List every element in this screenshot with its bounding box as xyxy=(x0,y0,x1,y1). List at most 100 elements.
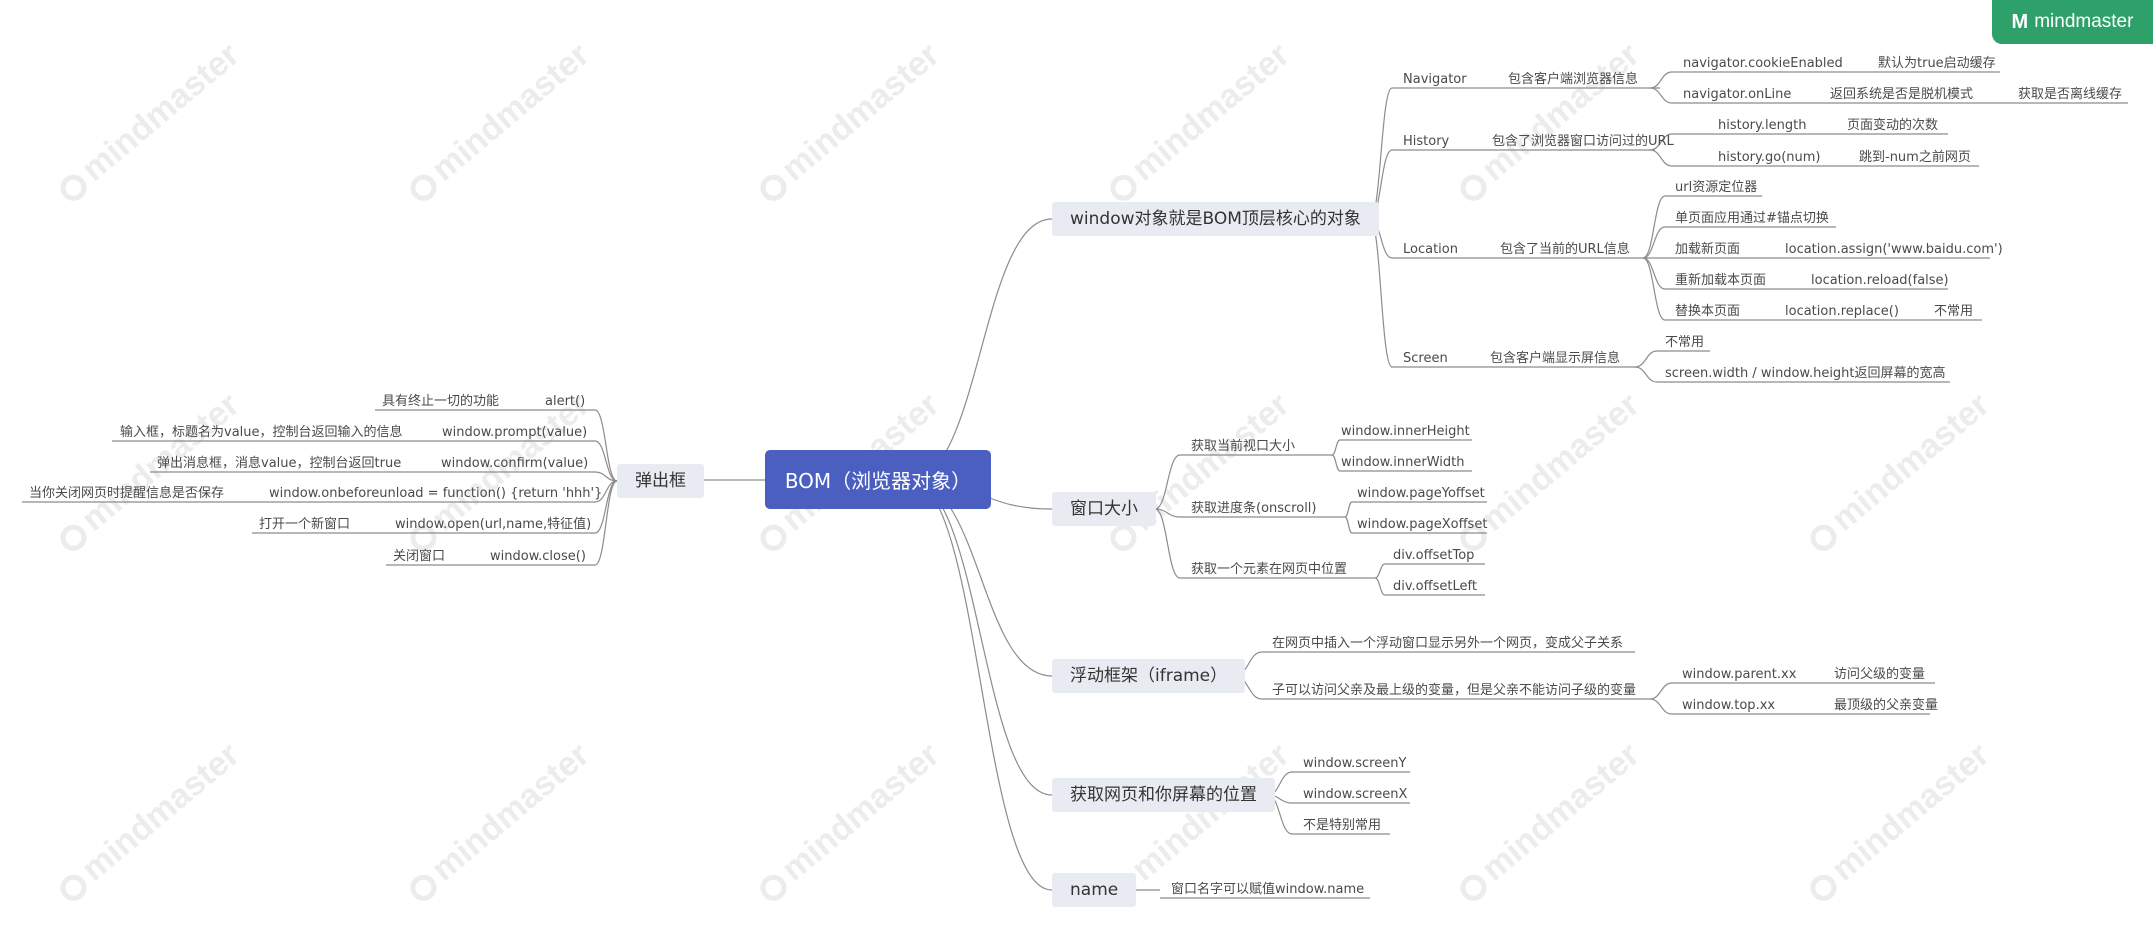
location-assign[interactable]: location.assign('www.baidu.com') xyxy=(1785,242,2003,257)
topic-iframe[interactable]: 浮动框架（iframe） xyxy=(1052,659,1246,693)
navigator-online[interactable]: navigator.onLine xyxy=(1683,87,1792,102)
name-assign-desc[interactable]: 窗口名字可以赋值window.name xyxy=(1171,882,1365,897)
topic-name[interactable]: name xyxy=(1052,873,1137,907)
size-page-x-offset[interactable]: window.pageXoffset xyxy=(1357,517,1488,532)
connector-52 xyxy=(1331,454,1341,472)
screen-uncommon[interactable]: 不常用 xyxy=(1665,335,1705,350)
size-offset-top[interactable]: div.offsetTop xyxy=(1393,548,1475,563)
topic-screen-position[interactable]: 获取网页和你屏幕的位置 xyxy=(1052,778,1275,812)
screen-width-height[interactable]: screen.width / window.height返回屏幕的宽高 xyxy=(1665,366,1946,381)
size-offset-left[interactable]: div.offsetLeft xyxy=(1393,579,1477,594)
connector-46 xyxy=(1154,508,1181,518)
topic-window-size[interactable]: 窗口大小 xyxy=(1052,492,1156,526)
location-url-locator[interactable]: url资源定位器 xyxy=(1675,180,1758,195)
connector-9 xyxy=(1369,218,1393,368)
subtopic-screen[interactable]: Screen xyxy=(1403,351,1448,366)
subtopic-history[interactable]: History xyxy=(1403,134,1450,149)
connector-22 xyxy=(1649,149,1673,167)
connector-4 xyxy=(909,479,1053,891)
topic-window-object[interactable]: window对象就是BOM顶层核心的对象 xyxy=(1052,202,1379,236)
connector-51 xyxy=(1331,439,1341,456)
location-hash-switch[interactable]: 单页面应用通过#锚点切换 xyxy=(1675,211,1829,226)
connector-28 xyxy=(1642,226,1666,259)
iframe-insert-desc[interactable]: 在网页中插入一个浮动窗口显示另外一个网页，变成父子关系 xyxy=(1272,636,1624,651)
screen-desc[interactable]: 包含客户端显示屏信息 xyxy=(1490,351,1621,366)
connector-47 xyxy=(1154,508,1181,579)
navigator-online-desc[interactable]: 返回系统是否是脱机模式 xyxy=(1830,87,1974,102)
connector-84 xyxy=(594,480,618,566)
connector-31 xyxy=(1642,257,1666,321)
location-reload[interactable]: location.reload(false) xyxy=(1811,273,1949,288)
position-uncommon[interactable]: 不是特别常用 xyxy=(1303,818,1382,833)
popup-close[interactable]: window.close() xyxy=(490,549,586,564)
mindmaster-logo-icon: M xyxy=(2011,10,2029,33)
connector-41 xyxy=(1634,350,1658,368)
history-desc[interactable]: 包含了浏览器窗口访问过的URL xyxy=(1492,134,1674,149)
iframe-parent-desc[interactable]: 访问父级的变量 xyxy=(1834,667,1926,682)
popup-close-desc[interactable]: 关闭窗口 xyxy=(393,549,446,564)
popup-open-desc[interactable]: 打开一个新窗口 xyxy=(259,517,351,532)
connector-60 xyxy=(1374,577,1386,596)
location-load-new[interactable]: 加载新页面 xyxy=(1675,242,1741,257)
iframe-window-top[interactable]: window.top.xx xyxy=(1682,698,1776,713)
history-go[interactable]: history.go(num) xyxy=(1718,150,1821,165)
connector-80 xyxy=(594,440,618,482)
connector-56 xyxy=(1344,516,1353,534)
connector-0 xyxy=(909,218,1053,481)
connector-3 xyxy=(909,479,1053,796)
navigator-cookie-enabled[interactable]: navigator.cookieEnabled xyxy=(1683,56,1843,71)
location-replace-note[interactable]: 不常用 xyxy=(1934,304,1974,319)
connector-2 xyxy=(909,479,1053,677)
iframe-window-parent[interactable]: window.parent.xx xyxy=(1682,667,1797,682)
subtopic-navigator[interactable]: Navigator xyxy=(1403,72,1467,87)
size-inner-width[interactable]: window.innerWidth xyxy=(1341,455,1465,470)
connector-27 xyxy=(1642,195,1666,259)
connector-21 xyxy=(1649,133,1673,151)
connector-30 xyxy=(1642,257,1666,290)
size-viewport[interactable]: 获取当前视口大小 xyxy=(1191,439,1296,454)
connector-15 xyxy=(1649,87,1673,104)
position-screen-y[interactable]: window.screenY xyxy=(1303,756,1407,771)
popup-alert[interactable]: alert() xyxy=(545,394,586,409)
location-replace-page[interactable]: 替换本页面 xyxy=(1675,304,1741,319)
location-replace[interactable]: location.replace() xyxy=(1785,304,1899,319)
history-length-desc[interactable]: 页面变动的次数 xyxy=(1847,118,1939,133)
connector-42 xyxy=(1634,366,1658,383)
navigator-cookie-desc[interactable]: 默认为true启动缓存 xyxy=(1878,56,1996,71)
connector-45 xyxy=(1154,454,1181,510)
size-inner-height[interactable]: window.innerHeight xyxy=(1341,424,1470,439)
connector-68 xyxy=(1649,698,1673,715)
connector-79 xyxy=(594,409,618,482)
popup-onbeforeunload[interactable]: window.onbeforeunload = function() {retu… xyxy=(269,486,603,501)
iframe-access-desc[interactable]: 子可以访问父亲及最上级的变量，但是父亲不能访问子级的变量 xyxy=(1272,683,1637,698)
popup-prompt[interactable]: window.prompt(value) xyxy=(442,425,588,440)
connector-59 xyxy=(1374,563,1386,579)
connector-81 xyxy=(594,471,618,482)
mindmaster-logo: M mindmaster xyxy=(1992,0,2153,44)
history-go-desc[interactable]: 跳到-num之前网页 xyxy=(1859,150,1971,165)
iframe-top-desc[interactable]: 最顶级的父亲变量 xyxy=(1834,698,1939,713)
popup-alert-desc[interactable]: 具有终止一切的功能 xyxy=(382,394,500,409)
location-desc[interactable]: 包含了当前的URL信息 xyxy=(1500,242,1630,257)
history-length[interactable]: history.length xyxy=(1718,118,1807,133)
popup-confirm-desc[interactable]: 弹出消息框，消息value，控制台返回true xyxy=(157,456,402,471)
connector-67 xyxy=(1649,682,1673,700)
popup-open[interactable]: window.open(url,name,特征值) xyxy=(395,517,592,532)
connector-55 xyxy=(1344,501,1353,518)
connector-14 xyxy=(1649,71,1673,89)
mindmaster-logo-text: mindmaster xyxy=(2034,11,2134,32)
size-scroll[interactable]: 获取进度条(onscroll) xyxy=(1191,501,1317,516)
position-screen-x[interactable]: window.screenX xyxy=(1303,787,1408,802)
popup-prompt-desc[interactable]: 输入框，标题名为value，控制台返回输入的信息 xyxy=(120,425,403,440)
topic-popup[interactable]: 弹出框 xyxy=(617,464,704,498)
location-reload-page[interactable]: 重新加载本页面 xyxy=(1675,273,1767,288)
popup-onbeforeunload-desc[interactable]: 当你关闭网页时提醒信息是否保存 xyxy=(29,486,225,501)
root-topic[interactable]: BOM（浏览器对象） xyxy=(765,450,991,509)
popup-confirm[interactable]: window.confirm(value) xyxy=(441,456,589,471)
navigator-online-desc2[interactable]: 获取是否离线缓存 xyxy=(2018,87,2123,102)
subtopic-location[interactable]: Location xyxy=(1403,242,1458,257)
navigator-desc[interactable]: 包含客户端浏览器信息 xyxy=(1508,72,1639,87)
size-page-y-offset[interactable]: window.pageYoffset xyxy=(1357,486,1485,501)
size-element-position[interactable]: 获取一个元素在网页中位置 xyxy=(1191,562,1348,577)
